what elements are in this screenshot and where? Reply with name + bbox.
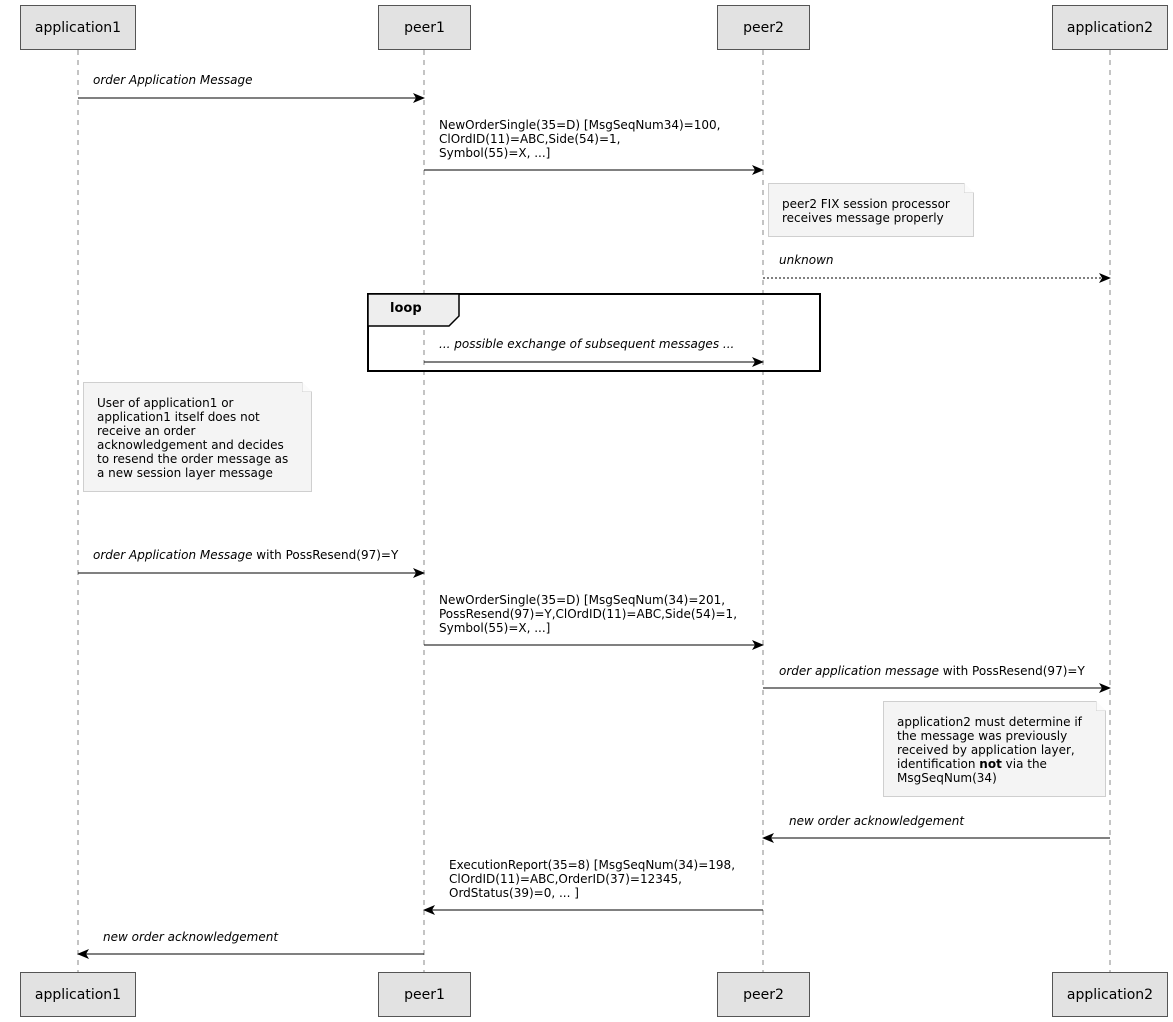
message-label-m9-line: ExecutionReport(35=8) [MsgSeqNum(34)=198…: [449, 858, 736, 872]
message-label-m10-italic: new order acknowledgement: [103, 930, 279, 944]
message-label-m1: order Application Message: [93, 73, 252, 87]
message-label-m2-line: ClOrdID(11)=ABC,Side(54)=1,: [439, 132, 621, 146]
participant-application2-top: application2: [1052, 5, 1168, 50]
note3-line: received by application layer,: [897, 743, 1075, 757]
message-label-m9-line: OrdStatus(39)=0, ... ]: [449, 886, 579, 900]
note3-line: application2 must determine if: [897, 715, 1082, 729]
message-label-m8: new order acknowledgement: [789, 814, 964, 828]
message-label-m7-italic: order application message: [779, 664, 939, 678]
message-label-m4: ... possible exchange of subsequent mess…: [439, 337, 734, 351]
note1-corner-fold: [964, 183, 974, 193]
loop-frame: [367, 293, 821, 372]
message-label-m5-italic: order Application Message: [93, 548, 253, 562]
message-label-m5-text: with PossResend(97)=Y: [252, 548, 399, 562]
participant-application1-bottom: application1: [20, 972, 136, 1017]
participant-peer1-top: peer1: [378, 5, 471, 50]
note-application2-determine: application2 must determine if the messa…: [883, 701, 1106, 797]
note2-line: to resend the order message as: [97, 452, 289, 466]
note3-line: MsgSeqNum(34): [897, 771, 997, 785]
note3-line4-bold: not: [979, 757, 1002, 771]
participant-peer2-bottom: peer2: [717, 972, 810, 1017]
note3-corner-fold: [1096, 701, 1106, 711]
note-peer2-processor: peer2 FIX session processor receives mes…: [768, 183, 974, 237]
note1-line: receives message properly: [782, 211, 944, 225]
message-label-m10: new order acknowledgement: [103, 930, 278, 944]
participant-peer2-top: peer2: [717, 5, 810, 50]
note-application1-resend: User of application1 or application1 its…: [83, 382, 312, 492]
note3-line4-pre: identification: [897, 757, 980, 771]
message-label-m9-line: ClOrdID(11)=ABC,OrderID(37)=12345,: [449, 872, 682, 886]
participant-peer1-bottom: peer1: [378, 972, 471, 1017]
loop-label: loop: [390, 301, 422, 316]
message-label-m9: ExecutionReport(35=8) [MsgSeqNum(34)=198…: [449, 858, 735, 900]
note1-line: peer2 FIX session processor: [782, 197, 950, 211]
message-label-m5: order Application Message with PossResen…: [93, 548, 398, 562]
message-label-m6: NewOrderSingle(35=D) [MsgSeqNum(34)=201,…: [439, 593, 737, 635]
note2-line: acknowledgement and decides: [97, 438, 284, 452]
message-label-m2-line: NewOrderSingle(35=D) [MsgSeqNum34)=100,: [439, 118, 721, 132]
message-label-m1-italic: order Application Message: [93, 73, 253, 87]
message-label-m2: NewOrderSingle(35=D) [MsgSeqNum34)=100, …: [439, 118, 720, 160]
participant-application1-top: application1: [20, 5, 136, 50]
message-label-m6-line: Symbol(55)=X, ...]: [439, 621, 551, 635]
note3-line4: identification not via the: [897, 757, 1095, 771]
message-label-m6-line: NewOrderSingle(35=D) [MsgSeqNum(34)=201,: [439, 593, 726, 607]
message-label-m3: unknown: [779, 253, 834, 267]
message-label-m6-line: PossResend(97)=Y,ClOrdID(11)=ABC,Side(54…: [439, 607, 738, 621]
message-label-m8-italic: new order acknowledgement: [789, 814, 965, 828]
message-label-m7: order application message with PossResen…: [779, 664, 1085, 678]
message-label-m2-line: Symbol(55)=X, ...]: [439, 146, 551, 160]
note2-line: a new session layer message: [97, 466, 273, 480]
participant-application2-bottom: application2: [1052, 972, 1168, 1017]
note2-line: receive an order: [97, 424, 196, 438]
note3-line4-post: via the: [1001, 757, 1047, 771]
loop-tab: [367, 293, 460, 327]
message-label-m3-italic: unknown: [779, 253, 834, 267]
note3-line: the message was previously: [897, 729, 1068, 743]
message-label-m4-italic: ... possible exchange of subsequent mess…: [439, 337, 735, 351]
note2-line: User of application1 or: [97, 396, 234, 410]
note2-corner-fold: [302, 382, 312, 392]
message-label-m7-text: with PossResend(97)=Y: [938, 664, 1085, 678]
note2-line: application1 itself does not: [97, 410, 260, 424]
